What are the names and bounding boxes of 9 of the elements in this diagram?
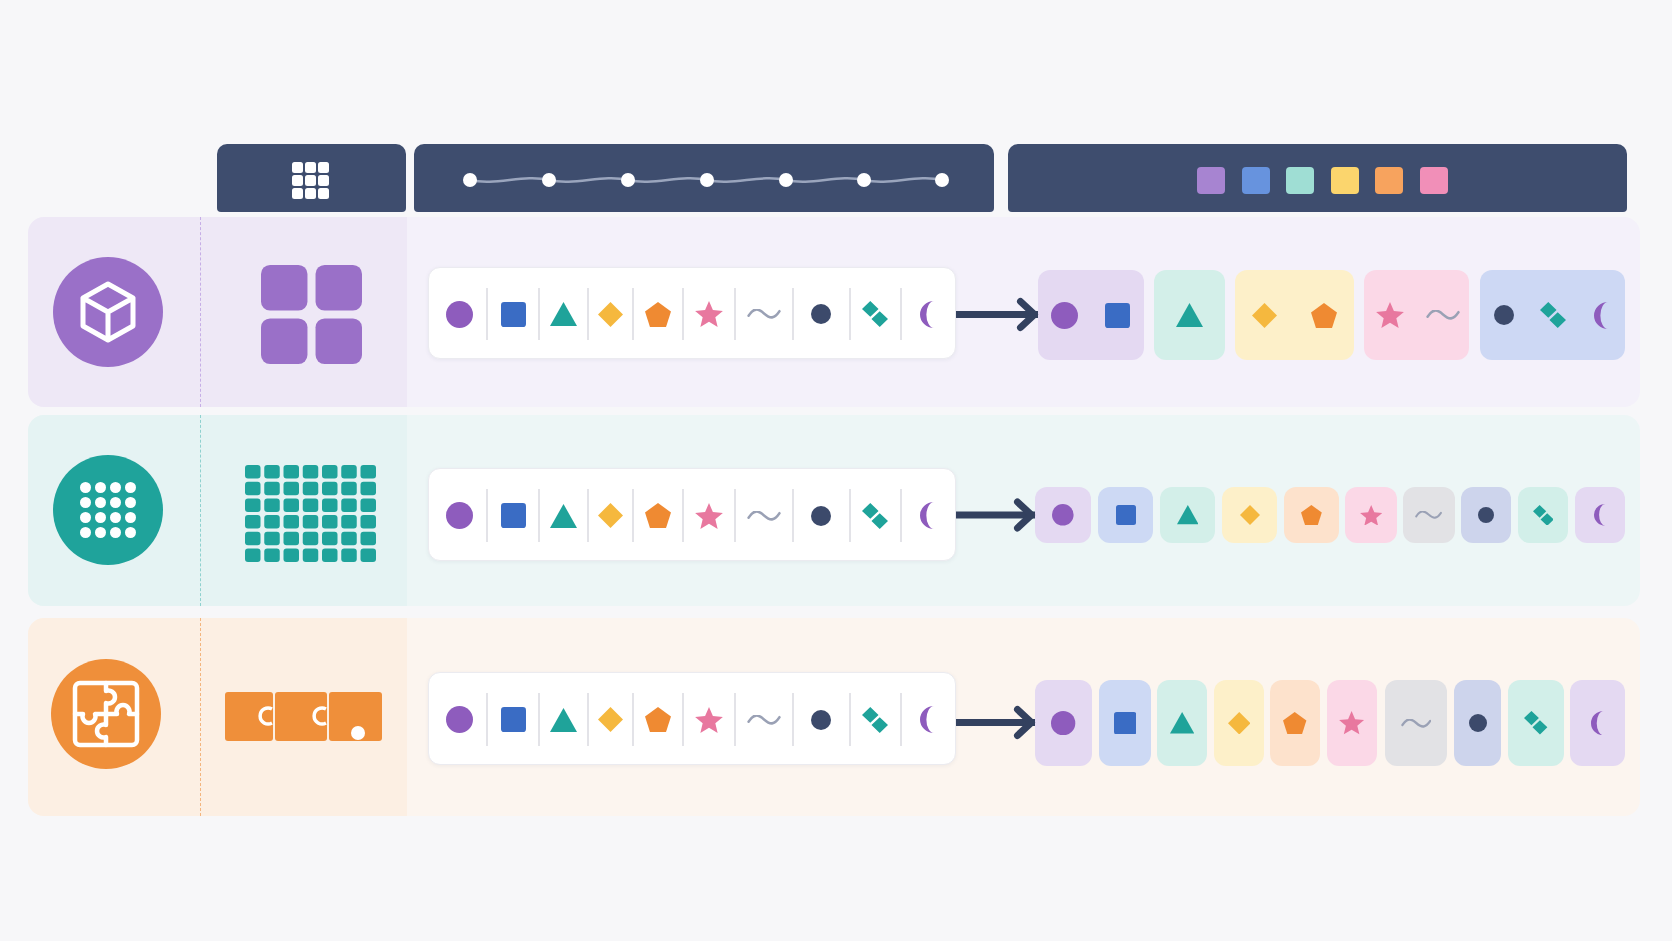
arrow xyxy=(956,498,1035,532)
symbol-tile xyxy=(1035,487,1091,543)
symbol-strip xyxy=(428,672,956,765)
symbol-strip xyxy=(428,468,956,561)
symbol-tile xyxy=(1035,680,1092,766)
symbol-strip xyxy=(428,267,956,359)
arrow xyxy=(956,706,1035,739)
symbol-tile xyxy=(1038,270,1144,360)
arrow xyxy=(956,298,1038,331)
